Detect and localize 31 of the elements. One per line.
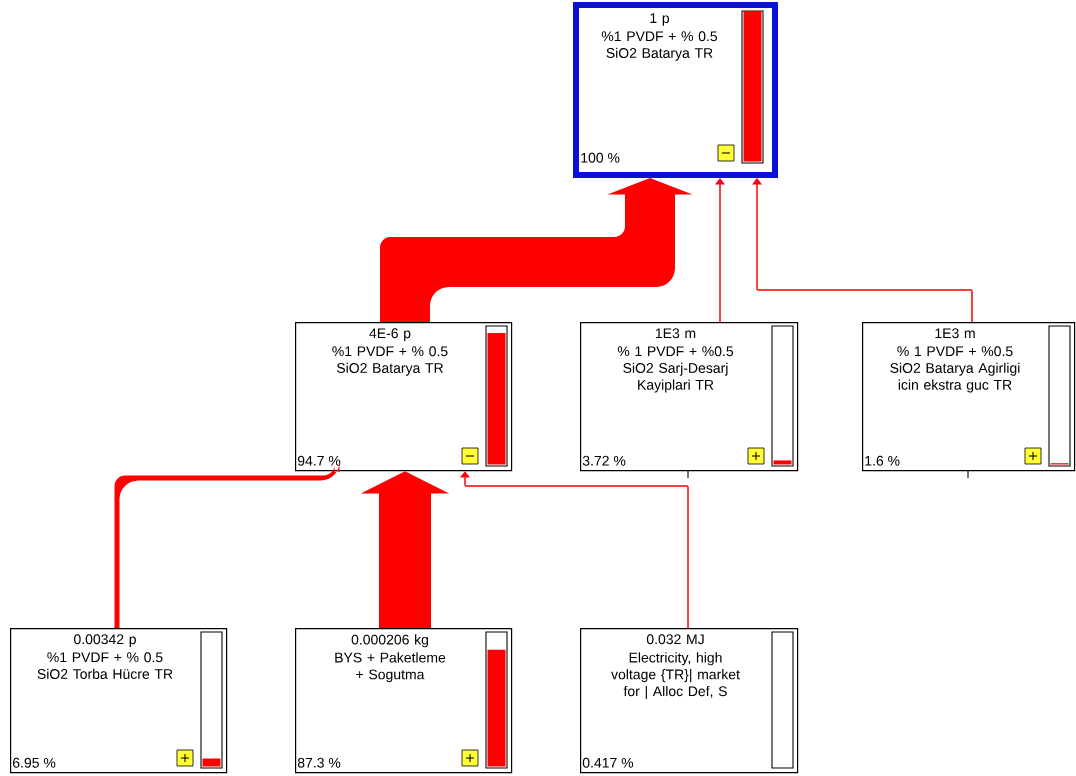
node-label: %1 PVDF + % 0.5 SiO2 Batarya TR (601, 31, 718, 61)
process-box: 1E3 m % 1 PVDF + %0.5 SiO2 Batarya Agirligi icin ekstra guc TR 1.6 % (862, 322, 1076, 472)
node-label: 1 p (650, 13, 670, 26)
process-box: 0.00342 p %1 PVDF + % 0.5 SiO2 Torba Hücre TR 6.95 % (10, 628, 228, 774)
flow-arrow (360, 471, 450, 628)
arrow (460, 471, 689, 629)
node-label: %1 PVDF + % 0.5 SiO2 Batarya TR (332, 346, 448, 376)
node-label: 87.3 % (297, 757, 341, 768)
node-label: BYS + Paketleme + Sogutma (335, 652, 446, 683)
flow-arrow (114, 461, 342, 628)
node-label: 100 % (581, 152, 620, 163)
node-label: 0.000206 kg (351, 634, 428, 648)
node-label: 1E3 m (655, 328, 696, 339)
node-label: 1E3 m (935, 328, 975, 339)
process-box: 1 p %1 PVDF + % 0.5 SiO2 Batarya TR 100 % (573, 2, 778, 178)
node-label: 1.6 % (865, 455, 900, 466)
node-label: %1 PVDF + % 0.5 SiO2 Torba Hücre TR (37, 652, 173, 679)
node-label: 6.95 % (12, 757, 56, 768)
arrow (752, 178, 973, 323)
node-label: % 1 PVDF + %0.5 SiO2 Sarj-Desarj Kayiplari TR (617, 346, 734, 393)
flow-arrow (380, 178, 693, 322)
node-label: 3.72 % (582, 455, 626, 466)
node-label: 0.00342 p (74, 634, 136, 647)
node-label: 4E-6 p (369, 328, 411, 341)
process-box: 0.032 MJ Electricity, high voltage {TR}| market for | Alloc Def, S 0.417 % (580, 628, 799, 774)
process-box: 0.000206 kg BYS + Paketleme + Sogutma 87.3 % (295, 628, 513, 774)
process-box: 1E3 m % 1 PVDF + %0.5 SiO2 Sarj-Desarj Kayiplari TR 3.72 % (580, 322, 799, 472)
node-label: 94.7 % (297, 455, 341, 466)
node-label: % 1 PVDF + %0.5 SiO2 Batarya Agirligi icin ekstra guc TR (890, 346, 1020, 393)
arrow (715, 178, 725, 323)
process-box: 4E-6 p %1 PVDF + % 0.5 SiO2 Batarya TR 94.7 % (295, 322, 513, 472)
